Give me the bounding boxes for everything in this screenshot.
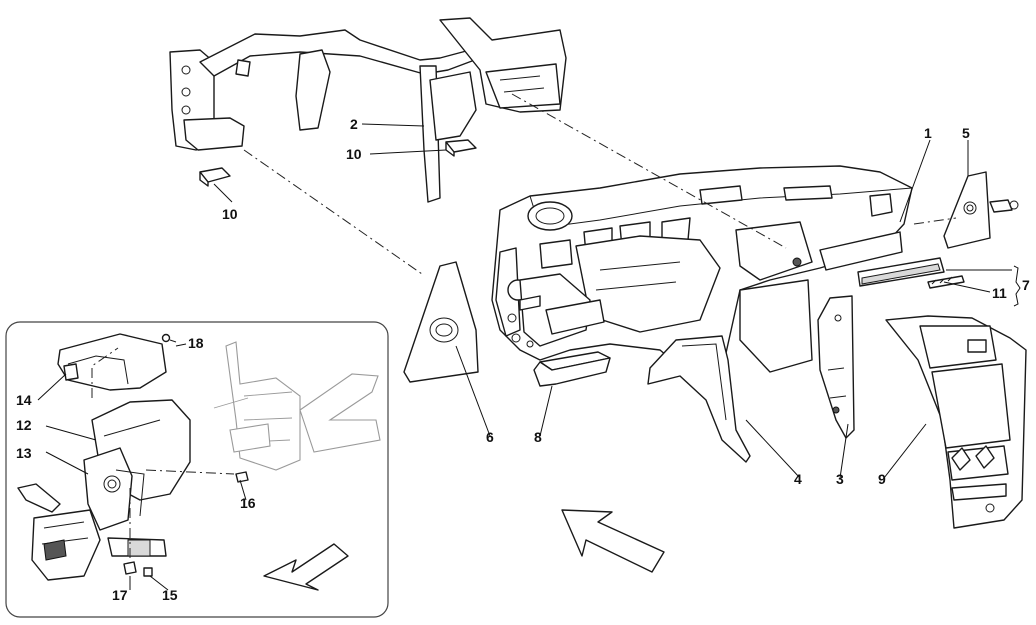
leader-lines bbox=[213, 123, 1021, 479]
callout-3: 3 bbox=[836, 471, 844, 487]
center-console-panel bbox=[885, 315, 1027, 529]
callout-16: 16 bbox=[240, 495, 256, 511]
alignment-lines bbox=[243, 93, 957, 275]
callout-5: 5 bbox=[962, 125, 970, 141]
callout-13: 13 bbox=[16, 445, 32, 461]
callout-12: 12 bbox=[16, 417, 32, 433]
dashboard-panel bbox=[491, 165, 913, 385]
callout-18: 18 bbox=[188, 335, 204, 351]
callout-2: 2 bbox=[350, 116, 358, 132]
steering-column-inset bbox=[5, 321, 389, 618]
callout-14: 14 bbox=[16, 392, 32, 408]
callout-15: 15 bbox=[162, 587, 178, 603]
side-cover-left bbox=[403, 261, 479, 383]
callout-9: 9 bbox=[878, 471, 886, 487]
callout-11: 11 bbox=[992, 285, 1007, 301]
callout-10-top: 10 bbox=[346, 146, 362, 162]
pillar-trim bbox=[817, 295, 855, 439]
callout-8: 8 bbox=[534, 429, 542, 445]
callout-17: 17 bbox=[112, 587, 128, 603]
trim-insert bbox=[533, 351, 611, 387]
callout-6: 6 bbox=[486, 429, 494, 445]
cross-car-beam bbox=[169, 17, 567, 203]
callout-1: 1 bbox=[924, 125, 932, 141]
clip-part-10-left bbox=[199, 167, 231, 187]
callout-10-left: 10 bbox=[222, 206, 238, 222]
center-console-trim bbox=[647, 335, 751, 463]
callout-7: 7 bbox=[1022, 277, 1030, 293]
direction-arrow-icon bbox=[561, 509, 665, 573]
clip-part-10-right bbox=[445, 139, 477, 157]
callout-4: 4 bbox=[794, 471, 802, 487]
side-cover-right bbox=[943, 171, 1019, 249]
trim-strip bbox=[857, 257, 945, 287]
direction-arrow-icon bbox=[263, 543, 349, 591]
